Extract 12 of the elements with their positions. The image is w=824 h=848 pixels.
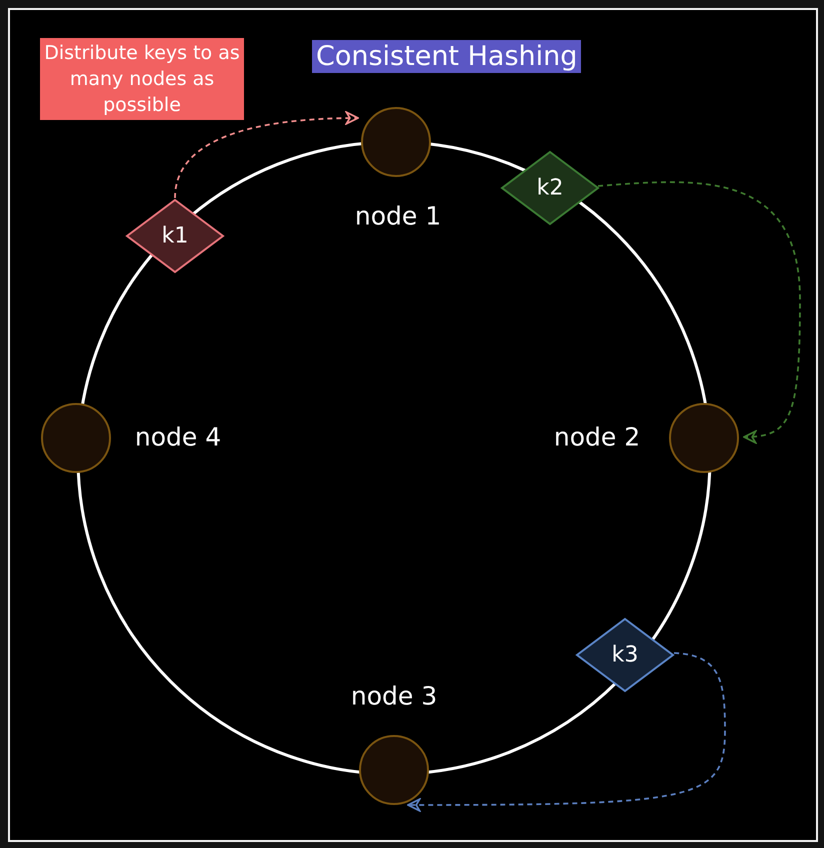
key-label: k1	[162, 224, 188, 248]
title: Consistent Hashing	[312, 40, 582, 73]
arrow	[598, 181, 801, 444]
key-label: k2	[536, 176, 564, 200]
node-label: node 2	[554, 422, 640, 452]
key-label: k3	[612, 642, 638, 668]
node-label: node 3	[350, 682, 438, 710]
node-label: node 1	[354, 202, 442, 230]
note-box: Distribute keys to as many nodes as possible	[40, 38, 244, 120]
arrow	[174, 112, 359, 198]
arrow	[407, 652, 726, 812]
node-label: node 4	[134, 422, 222, 452]
